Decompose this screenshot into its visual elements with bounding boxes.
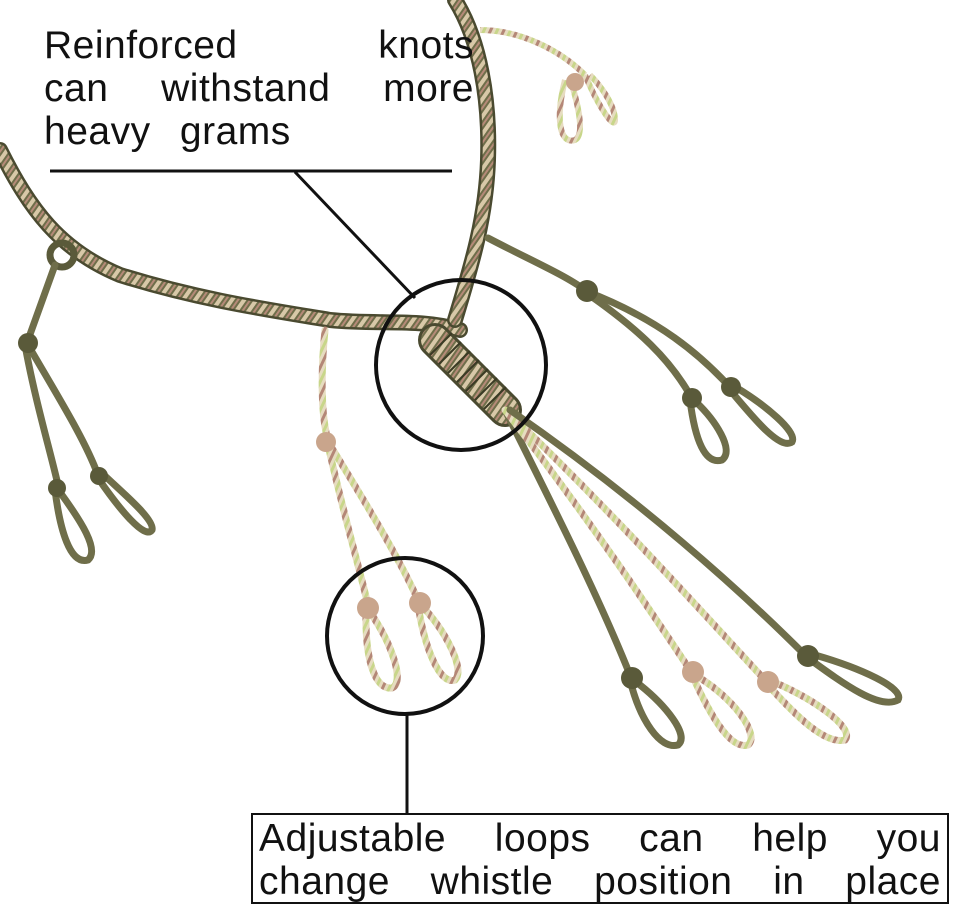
knots-caption-line-1: Reinforced knots	[44, 24, 474, 67]
top-camo-loop	[479, 27, 619, 144]
knots-caption-line-3: heavy grams	[44, 110, 291, 153]
loop-callout-graphic	[325, 556, 485, 813]
bottom-right-knots	[621, 645, 819, 693]
loops-caption-box: Adjustable loops can help you change whi…	[251, 813, 949, 904]
loops-caption-line-1: Adjustable loops can help you	[259, 817, 941, 860]
knots-caption: Reinforced knots can withstand more heav…	[44, 24, 474, 153]
left-olive-loops	[18, 239, 156, 564]
center-knots	[316, 432, 431, 619]
loops-caption-line-2: change whistle position in place	[259, 860, 941, 903]
knot-callout-graphic	[50, 169, 548, 452]
right-olive-loops	[484, 234, 797, 465]
knots-caption-line-2: can withstand more	[44, 67, 474, 110]
center-camo-loops	[318, 326, 462, 692]
reinforced-knot	[418, 323, 522, 427]
bottom-right-strands	[501, 406, 903, 749]
